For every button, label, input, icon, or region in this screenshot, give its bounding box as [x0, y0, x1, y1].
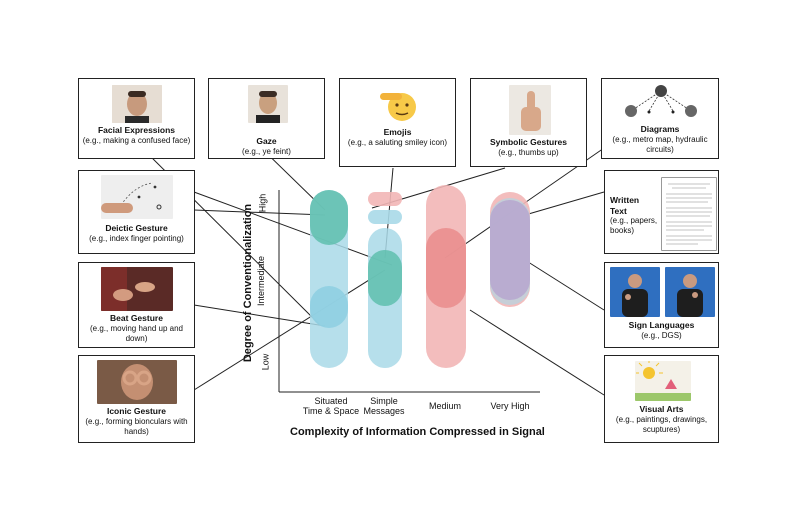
y-tick-intermediate: Intermediate: [256, 255, 267, 307]
card-diagrams: Diagrams (e.g., metro map, hydraulic cir…: [601, 78, 719, 159]
card-title: Sign Languages: [628, 320, 695, 330]
pill-simple-teal: [368, 250, 402, 306]
pill-situated-lowmark: [310, 286, 348, 328]
card-subtitle: (e.g., forming bionculars with hands): [85, 416, 188, 436]
x-axis-title: Complexity of Information Compressed in …: [290, 426, 545, 438]
connector-deictic-2: [193, 209, 326, 216]
card-subtitle: (e.g., making a confused face): [82, 135, 191, 145]
connector-facial: [130, 136, 321, 326]
card-subtitle: (e.g., a saluting smiley icon): [347, 137, 448, 147]
card-sign-languages: Sign Languages (e.g., DGS): [604, 262, 719, 348]
binoculars-photo-icon: [97, 360, 177, 404]
card-title: Diagrams: [640, 124, 680, 134]
face-photo-icon: [248, 85, 288, 123]
face-photo-icon: [112, 85, 162, 123]
pill-simple-blue-top: [368, 210, 402, 224]
card-subtitle: (e.g., metro map, hydraulic circuits): [612, 134, 708, 154]
card-visual-arts: Visual Arts (e.g., paintings, drawings, …: [604, 355, 719, 443]
connector-lines: [130, 136, 621, 396]
card-beat-gesture: Beat Gesture (e.g., moving hand up and d…: [78, 262, 195, 348]
card-title: Iconic Gesture: [106, 406, 167, 416]
y-tick-high: High: [257, 193, 268, 213]
sun-painting-icon: [635, 361, 691, 401]
card-title: Beat Gesture: [110, 313, 163, 323]
connector-sign: [524, 259, 605, 311]
card-gaze: Gaze (e.g., ye feint): [208, 78, 325, 159]
connector-visual: [469, 309, 605, 396]
pill-veryhigh-purple: [490, 200, 530, 300]
card-subtitle: (e.g., moving hand up and down): [90, 323, 183, 343]
card-deictic-gesture: Deictic Gesture (e.g., index finger poin…: [78, 170, 195, 254]
x-tick-medium: Medium: [428, 401, 461, 411]
card-title: Symbolic Gestures: [489, 137, 567, 147]
x-tick-situated: Situated Time & Space: [302, 396, 360, 417]
x-tick-simple: Simple Messages: [363, 396, 405, 417]
network-diagram-icon: [619, 83, 703, 119]
connector-diagrams: [444, 136, 621, 259]
hands-photo-icon: [101, 267, 173, 311]
card-subtitle: (e.g., ye feint): [242, 146, 291, 156]
y-axis-title: Degree of Conventionalization: [242, 203, 254, 363]
pill-medium-red: [426, 228, 466, 308]
signer-photo-icon: [665, 267, 715, 317]
y-tick-low: Low: [260, 353, 271, 371]
card-subtitle: (e.g., thumbs up): [498, 147, 559, 157]
card-subtitle: (e.g., papers, books): [610, 216, 658, 236]
pointing-photo-icon: [101, 175, 173, 219]
pill-simple-pink: [368, 192, 402, 206]
pill-situated-teal: [310, 190, 348, 245]
signer-photo-icon: [610, 267, 660, 317]
x-tick-very-high: Very High: [490, 401, 530, 411]
paper-page-icon: [661, 177, 717, 251]
thumbs-up-photo-icon: [509, 85, 551, 135]
card-iconic-gesture: Iconic Gesture (e.g., forming bionculars…: [78, 355, 195, 443]
connector-deictic: [193, 191, 393, 266]
card-symbolic-gestures: Symbolic Gestures (e.g., thumbs up): [470, 78, 587, 167]
card-title: Deictic Gesture: [105, 223, 168, 233]
saluting-emoji-icon: [378, 85, 420, 125]
axes: [278, 190, 540, 393]
card-subtitle: (e.g., index finger pointing): [89, 233, 184, 243]
card-title: Facial Expressions: [97, 125, 175, 135]
card-facial-expressions: Facial Expressions (e.g., making a confu…: [78, 78, 195, 159]
card-title: Gaze: [256, 136, 277, 146]
card-title: Emojis: [383, 127, 412, 137]
connector-written: [524, 191, 605, 216]
connector-iconic: [193, 269, 386, 391]
card-emojis: Emojis (e.g., a saluting smiley icon): [339, 78, 456, 167]
card-subtitle: (e.g., paintings, drawings, scuptures): [615, 414, 708, 434]
card-title: Visual Arts: [639, 404, 684, 414]
card-title: Written Text: [610, 195, 640, 216]
connector-beat: [193, 304, 326, 327]
card-written-text: Written Text (e.g., papers, books): [604, 170, 719, 254]
card-subtitle: (e.g., DGS): [641, 330, 682, 340]
